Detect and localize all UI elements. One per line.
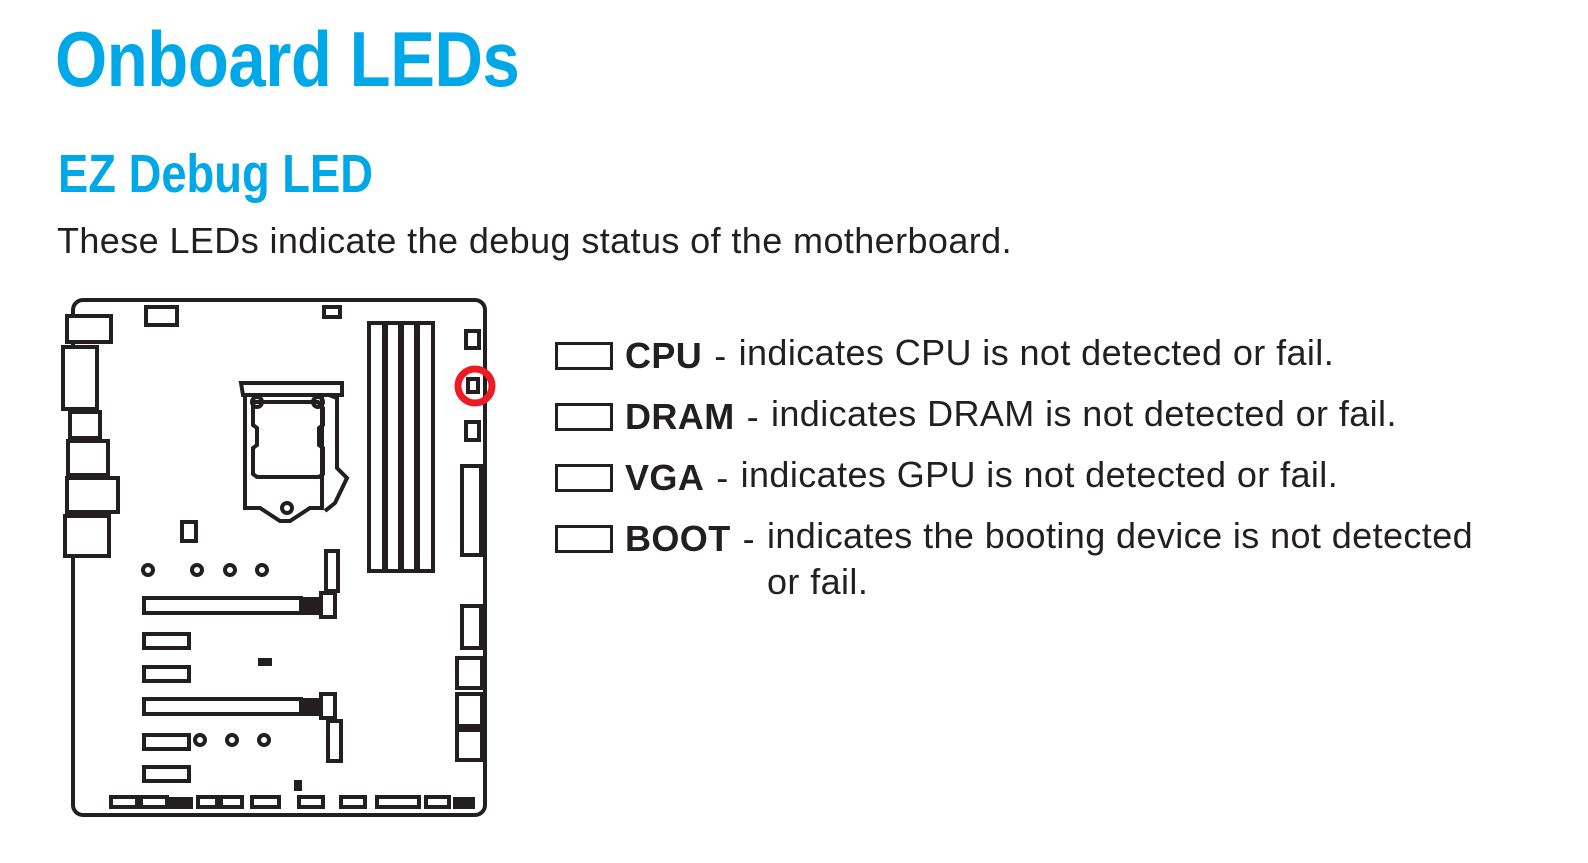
io-port [65, 314, 113, 344]
led-dram [466, 377, 480, 394]
led-vga [464, 420, 481, 442]
page-title: Onboard LEDs [55, 15, 520, 103]
io-port [61, 345, 99, 411]
highlight-circle [454, 365, 496, 407]
io-port [66, 439, 110, 477]
legend-item-cpu: CPU - indicates CPU is not detected or f… [555, 332, 1473, 396]
led-box-icon [555, 464, 613, 492]
led-box-icon [555, 403, 613, 431]
section-heading: EZ Debug LED [58, 144, 373, 204]
legend-description: indicates CPU is not detected or fail. [738, 332, 1335, 373]
legend-label: VGA [625, 457, 705, 498]
legend-separator: - [716, 457, 729, 498]
power-connector [144, 305, 179, 327]
io-port [65, 476, 120, 514]
pcie-slot [142, 596, 303, 615]
legend-label: DRAM [625, 396, 735, 437]
legend-separator: - [746, 396, 759, 437]
legend-item-vga: VGA - indicates GPU is not detected or f… [555, 454, 1473, 518]
legend-description: indicates the booting device is not dete… [766, 515, 1474, 556]
legend-label: CPU [625, 335, 703, 376]
led-legend: CPU - indicates CPU is not detected or f… [555, 332, 1473, 602]
cpu-socket [238, 381, 350, 523]
legend-label: BOOT [625, 518, 731, 559]
legend-separator: - [742, 518, 755, 559]
legend-description: indicates DRAM is not detected or fail. [770, 393, 1397, 434]
led-cpu [464, 329, 481, 350]
io-port [63, 514, 111, 558]
led-box-icon [555, 525, 613, 553]
section-intro: These LEDs indicate the debug status of … [57, 220, 1012, 261]
fan-header [322, 305, 342, 319]
legend-description: indicates GPU is not detected or fail. [740, 454, 1339, 495]
io-port [68, 410, 102, 440]
legend-item-dram: DRAM - indicates DRAM is not detected or… [555, 393, 1473, 457]
board-outline [71, 298, 487, 817]
legend-separator: - [714, 335, 727, 376]
legend-description-continued: or fail. [766, 561, 869, 602]
led-box-icon [555, 342, 613, 370]
atx-connector [460, 464, 483, 557]
legend-item-boot: BOOT - indicates the booting device is n… [555, 515, 1473, 602]
pcie-slot [142, 697, 303, 716]
